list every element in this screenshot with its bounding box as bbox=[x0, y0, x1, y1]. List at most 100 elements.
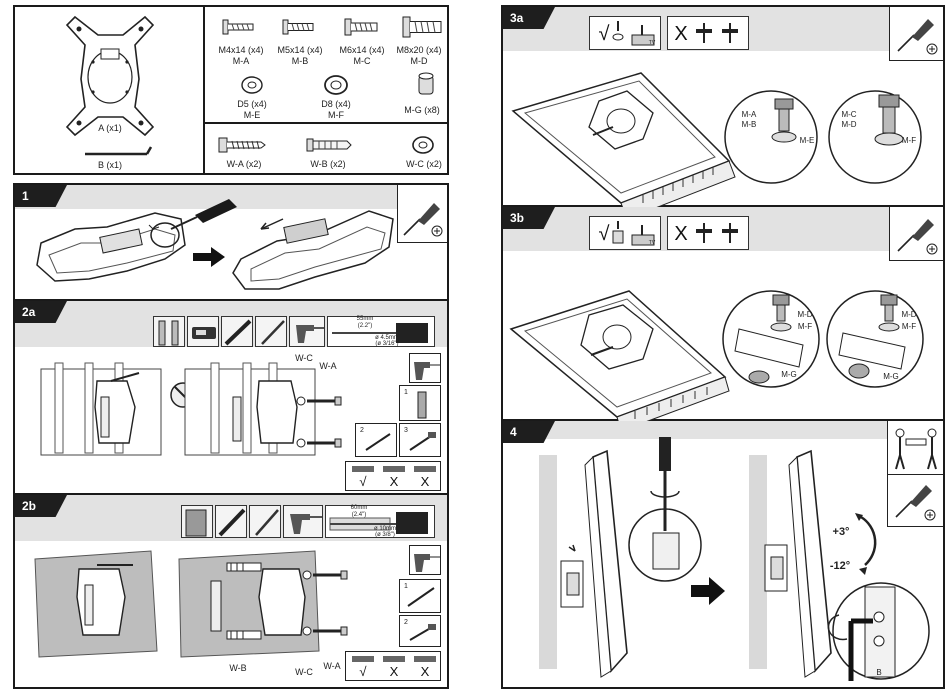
callout-m-a-3a: M-A bbox=[741, 110, 757, 119]
allen-key-b-label: B bbox=[876, 668, 882, 677]
screw-m-a-name: M4x14 (x4) bbox=[218, 45, 264, 55]
level-icon bbox=[221, 316, 253, 347]
drill-dia-2a: ø 4.5mm bbox=[375, 335, 399, 341]
step-2a-drill-box bbox=[409, 353, 441, 383]
step-2b-sub-1: 1 bbox=[399, 579, 441, 613]
tv-mount-check-box-3b: √ TV bbox=[589, 216, 661, 250]
cross-mark-2a-2: X bbox=[420, 474, 430, 489]
callout-m-f-3a: M-F bbox=[901, 136, 917, 145]
step-2b-illustration bbox=[34, 550, 348, 658]
callout-w-c-2a: W-C bbox=[295, 353, 313, 363]
callout-m-d-3b-right: M-D bbox=[901, 310, 917, 319]
screw-m-d-code: M-D bbox=[410, 56, 428, 66]
parts-w-group: W-A (x2) W-B (x2) W-C (x2) bbox=[205, 124, 447, 173]
drill-spec-box-2b: 60mm (2.4") ø 10mm (ø 3/8") bbox=[325, 505, 435, 538]
screw-m-b-icon bbox=[282, 19, 314, 35]
screw-detail-left bbox=[771, 98, 797, 143]
screwdriver-icon bbox=[895, 485, 936, 521]
callout-w-a-2b: W-A bbox=[323, 661, 341, 671]
callout-m-g-3b-left: M-G bbox=[781, 370, 797, 379]
screwdriver-icon bbox=[403, 203, 443, 237]
check-mark-3b: √ bbox=[598, 223, 610, 245]
spacer-m-g-icon bbox=[418, 72, 434, 95]
sub-3-number: 3 bbox=[404, 427, 408, 434]
step-4-tag: 4 bbox=[503, 421, 555, 443]
step-3b-section: 3b √ TV X bbox=[503, 207, 943, 432]
drill-dia-in-2b: (ø 3/8") bbox=[375, 532, 395, 538]
screw-detail-right bbox=[874, 94, 904, 146]
drill-dia-2b: ø 10mm bbox=[373, 526, 396, 532]
step-2b-drill-box bbox=[409, 545, 441, 575]
level-icon-2b bbox=[215, 505, 247, 538]
screw-m-d-name: M8x20 (x4) bbox=[396, 45, 442, 55]
parts-m-group: M4x14 (x4) M-A M5x14 (x4) M-B M6x14 (x4)… bbox=[205, 7, 447, 124]
step-2b-check-row: √ X X bbox=[345, 651, 441, 681]
callout-m-f-3b-left: M-F bbox=[797, 322, 813, 331]
cross-mark-2a-1: X bbox=[389, 474, 399, 489]
check-mark-3a: √ bbox=[598, 23, 610, 45]
sub-2-number: 2 bbox=[360, 427, 364, 434]
wall-part-w-c-label: W-C (x2) bbox=[406, 159, 442, 169]
sub-2-number-2b: 2 bbox=[404, 619, 408, 626]
check-mark-2b: √ bbox=[359, 664, 367, 679]
step-4-tool-box bbox=[887, 475, 943, 527]
two-person-box bbox=[887, 421, 943, 475]
anchor-w-b-icon bbox=[306, 138, 352, 152]
screw-m-c-name: M6x14 (x4) bbox=[339, 45, 385, 55]
tv-label-3b: TV bbox=[648, 240, 656, 246]
two-person-icon bbox=[895, 428, 937, 470]
step-2a-sub-1: 1 bbox=[399, 385, 441, 421]
screw-m-c-code: M-C bbox=[353, 56, 371, 66]
step-4-band bbox=[503, 421, 943, 439]
drill-depth-2a: 55mm bbox=[356, 316, 374, 322]
lag-bolt-w-a-icon bbox=[218, 137, 266, 153]
lag-bolt-upper bbox=[296, 396, 342, 406]
tv-mount-cross-box: X bbox=[667, 16, 749, 50]
screw-m-a-icon bbox=[222, 19, 254, 35]
step-3b-tag: 3b bbox=[503, 207, 555, 229]
stud-finder-icon bbox=[153, 316, 185, 347]
callout-m-b-3a: M-B bbox=[741, 120, 757, 129]
step-3a-section: 3a √ TV X bbox=[503, 7, 943, 220]
callout-m-c-3a: M-C bbox=[841, 110, 857, 119]
step-2a-section: 2a 55mm (2.2") ø 4.5mm (ø 3/16") bbox=[15, 301, 447, 495]
tv-label-3a: TV bbox=[648, 40, 656, 46]
parts-left-column: A (x1) B (x1) bbox=[15, 7, 205, 173]
bracket-a-illustration bbox=[65, 15, 155, 156]
tilt-up-label: +3° bbox=[832, 526, 850, 538]
callout-m-d-3a: M-D bbox=[841, 120, 857, 129]
screw-m-b-code: M-B bbox=[291, 56, 309, 66]
washer-m-e-name: D5 (x4) bbox=[237, 99, 267, 109]
concrete-wall-icon bbox=[181, 505, 213, 538]
callout-m-d-3b-left: M-D bbox=[797, 310, 813, 319]
sub-1-number-2b: 1 bbox=[404, 583, 408, 590]
step-2b-sub-2: 2 bbox=[399, 615, 441, 647]
check-mark-2a: √ bbox=[359, 474, 367, 489]
steps-right-panel: 3a √ TV X bbox=[501, 5, 945, 689]
cross-mark-3b: X bbox=[674, 223, 688, 245]
washer-m-e-icon bbox=[241, 76, 263, 94]
cross-mark-2b-1: X bbox=[389, 664, 399, 679]
screw-row-illustration bbox=[222, 16, 442, 95]
cross-mark-2b-2: X bbox=[420, 664, 430, 679]
step-1-illustration bbox=[36, 199, 394, 290]
screw-m-a-code: M-A bbox=[232, 56, 250, 66]
step-2a-tag: 2a bbox=[15, 301, 67, 323]
wall-part-w-b-label: W-B (x2) bbox=[310, 159, 346, 169]
drill-icon bbox=[289, 316, 325, 347]
part-a-label: A (x1) bbox=[98, 123, 122, 133]
step-2a-check-row: √ X X bbox=[345, 461, 441, 491]
washer-m-f-name: D8 (x4) bbox=[321, 99, 351, 109]
screwdriver-icon bbox=[897, 19, 938, 55]
washer-m-f-icon bbox=[324, 75, 348, 95]
callout-w-c-2b: W-C bbox=[295, 667, 313, 677]
tilt-down-label: -12° bbox=[829, 560, 851, 572]
tv-mount-check-box: √ TV bbox=[589, 16, 661, 50]
step-1-tool-box bbox=[397, 185, 447, 243]
step-2a-sub-3: 3 bbox=[399, 423, 441, 457]
step-3b-illustration bbox=[509, 290, 924, 432]
wall-parts-illustration bbox=[218, 136, 434, 154]
step-1-tag: 1 bbox=[15, 185, 67, 207]
drill-depth-in-2b: (2.4") bbox=[351, 512, 367, 518]
wall-part-w-a-label: W-A (x2) bbox=[226, 159, 262, 169]
